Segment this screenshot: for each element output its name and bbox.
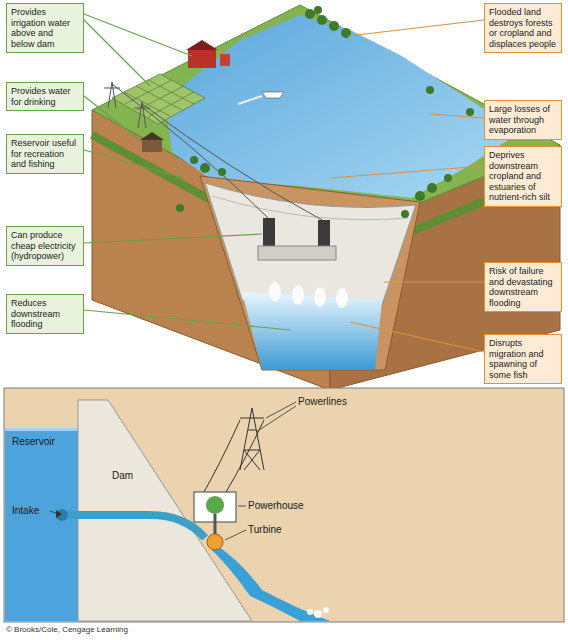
drawback-box: Deprives downstream cropland and estuari… [484,146,562,207]
turbine [207,534,223,550]
benefit-box: Can produce cheap electricity (hydropowe… [6,226,84,266]
shaft [214,514,217,534]
box-text: Can produce cheap electricity (hydropowe… [11,230,79,262]
intake-arrowhead [56,510,62,518]
pump-house [186,40,230,68]
box-text: Provides irrigation water above and belo… [11,7,79,49]
benefit-box: Reduces downstream flooding [6,294,84,334]
part-label: Turbine [248,524,282,535]
box-text: Large losses of water through evaporatio… [489,104,557,136]
leader-lines-benefits [84,14,290,330]
outflow [212,542,330,621]
benefit-box: Provides irrigation water above and belo… [6,3,84,53]
dam-wall [205,183,416,310]
inset-frame [4,388,564,622]
boat [238,92,284,104]
intake-gate [56,509,68,521]
water-surface [5,428,78,431]
power-towers [104,82,322,220]
inset-reservoir [5,428,78,621]
splash [307,607,329,618]
drawback-box: Disrupts migration and spawning of some … [484,334,562,384]
drawback-box: Risk of failure and devastating downstre… [484,262,562,312]
part-label: Dam [112,470,133,481]
part-label: Intake [12,505,39,516]
intake-pipe [60,515,205,538]
box-text: Flooded land destroys forests or croplan… [489,7,557,49]
drawback-box: Large losses of water through evaporatio… [484,100,562,140]
powerhouse-block [258,246,336,260]
box-text: Risk of failure and devastating downstre… [489,266,557,308]
box-text: Deprives downstream cropland and estuari… [489,150,557,203]
spray [269,282,348,308]
inset-power-tower [204,408,264,492]
leader-lines-drawbacks [330,20,484,352]
box-text: Disrupts migration and spawning of some … [489,338,557,380]
box-text: Reduces downstream flooding [11,298,79,330]
benefit-box: Reservoir useful for recreation and fish… [6,134,84,174]
part-label: Powerhouse [248,500,304,511]
water-house [140,132,164,152]
trees [176,6,474,218]
copyright-note: © Brooks/Cole, Cengage Learning [6,626,128,635]
box-text: Reservoir useful for recreation and fish… [11,138,79,170]
drawback-box: Flooded land destroys forests or croplan… [484,3,562,53]
box-text: Provides water for drinking [11,86,79,107]
inset-dam [78,400,252,621]
canyon [200,176,420,370]
dam-line [212,196,408,220]
transformer [263,218,275,248]
generator [206,496,224,514]
label-leaders [50,402,296,540]
outflow-water [242,292,382,370]
benefit-box: Provides water for drinking [6,82,84,111]
part-label: Powerlines [298,396,347,407]
part-label: Reservoir [12,436,55,447]
